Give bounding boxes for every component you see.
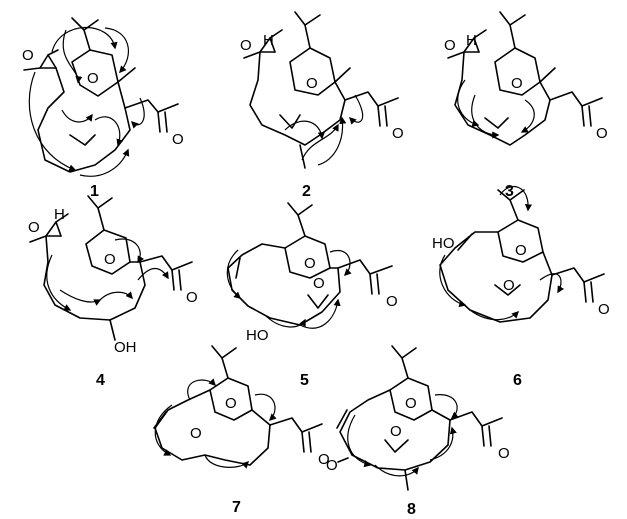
compound-4: H O O O OH 4 [28,195,198,389]
atom-o-epoxide: O [503,277,515,294]
atom-oh: OH [114,339,137,356]
atom-o-ring: O [405,395,417,412]
atom-o-epoxide: O [240,37,252,54]
atom-o-acetyl: O [498,445,510,462]
atom-o-acetyl: O [186,289,198,306]
atom-ho: HO [246,327,269,344]
atom-o-acetyl: O [596,125,608,142]
atom-o-epoxide: O [313,275,325,292]
compound-label-7: 7 [232,499,241,516]
atom-o-ring: O [515,242,527,259]
atom-o-ring: O [87,70,99,87]
atom-h: H [263,32,274,49]
compound-3: H O O O 3 [444,11,608,200]
compound-label-3: 3 [505,183,514,200]
compound-8: O O O O 8 [326,345,510,518]
compound-label-2: 2 [302,183,311,200]
compound-label-8: 8 [407,501,416,518]
atom-o-acetyl: O [318,451,330,468]
atom-o-acetyl: O [386,293,398,310]
atom-o-epoxide: O [190,425,202,442]
atom-h: H [466,32,477,49]
atom-o-ring: O [306,75,318,92]
compound-6: HO O O O 6 [432,185,610,389]
compound-2: H O O O 2 [240,11,404,200]
compound-1: O O O 1 [22,17,184,200]
compound-5: O O O HO 5 [226,202,398,389]
atom-o-epoxide: O [390,423,402,440]
atom-o-ring: O [511,75,523,92]
atom-o-ring: O [104,251,116,268]
atom-o-acetyl: O [392,125,404,142]
atom-h: H [54,206,65,223]
atom-o-ring: O [225,395,237,412]
compound-label-1: 1 [90,183,99,200]
atom-o-epoxide: O [28,219,40,236]
compound-7: O O O 7 [153,345,330,516]
compound-label-4: 4 [96,372,105,389]
compound-label-5: 5 [300,372,309,389]
atom-o-ring: O [304,255,316,272]
atom-o-acetyl: O [598,301,610,318]
compound-label-6: 6 [513,372,522,389]
atom-o-epoxide: O [444,37,456,54]
atom-ho: HO [432,235,455,252]
atom-o-epoxide: O [22,47,34,64]
atom-o-acetyl: O [172,131,184,148]
atom-o-keto: O [326,457,338,474]
